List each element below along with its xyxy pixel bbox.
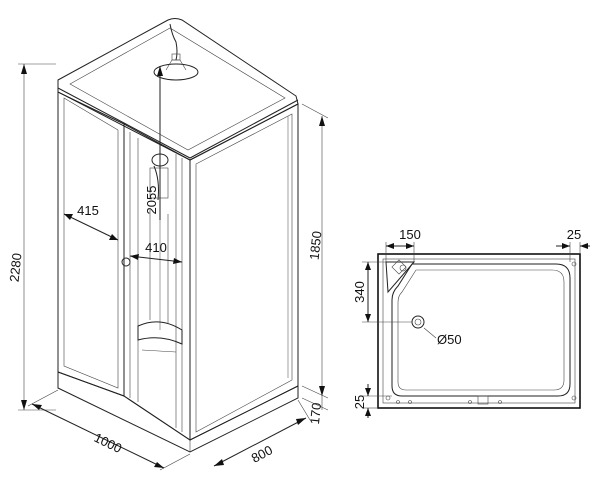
cabin-back-column — [123, 110, 191, 441]
dim-edge-offset: 25 — [556, 227, 590, 262]
dim-corner-depth: 340 — [352, 261, 412, 323]
dim-bottom-offset: 25 — [352, 384, 392, 418]
cabin-roof — [57, 18, 299, 161]
dim-total-height-label: 2280 — [7, 252, 25, 282]
tray-outer-frame — [377, 253, 581, 409]
dim-column-width-label: 410 — [145, 240, 167, 255]
dim-total-height: 2280 — [7, 63, 56, 411]
drain-diameter-label: Ø50 — [437, 332, 462, 347]
dim-column-height: 2055 — [144, 66, 163, 220]
dim-length: 1000 — [27, 389, 191, 471]
tray-basin — [391, 263, 571, 397]
dim-corner-depth-label: 340 — [352, 281, 367, 303]
frame-fasteners — [385, 261, 577, 405]
cabin-tray — [57, 371, 299, 453]
corner-column-footprint — [385, 261, 416, 294]
dim-tray-height: 170 — [301, 396, 329, 425]
dim-bottom-offset-label: 25 — [352, 395, 367, 409]
dim-tray-height-label: 170 — [307, 402, 324, 425]
cabin-isometric-view: 2280 415 2055 410 185 — [7, 18, 329, 471]
dim-door-opening: 415 — [63, 203, 119, 241]
dim-column-width: 410 — [129, 240, 183, 264]
dim-panel-height: 1850 — [301, 103, 329, 399]
dim-corner-offset-label: 150 — [399, 227, 421, 242]
dim-door-opening-label: 415 — [77, 203, 99, 218]
dim-panel-height-label: 1850 — [307, 230, 325, 260]
dim-edge-offset-label: 25 — [567, 227, 581, 242]
cabin-side-panel — [189, 103, 299, 441]
drain: Ø50 — [411, 315, 462, 347]
cabin-front-door-panel — [57, 91, 131, 397]
tray-top-view: Ø50 150 25 340 — [352, 227, 590, 418]
dim-length-label: 1000 — [92, 430, 125, 456]
dim-corner-offset: 150 — [385, 227, 421, 262]
dim-column-height-label: 2055 — [144, 186, 159, 215]
